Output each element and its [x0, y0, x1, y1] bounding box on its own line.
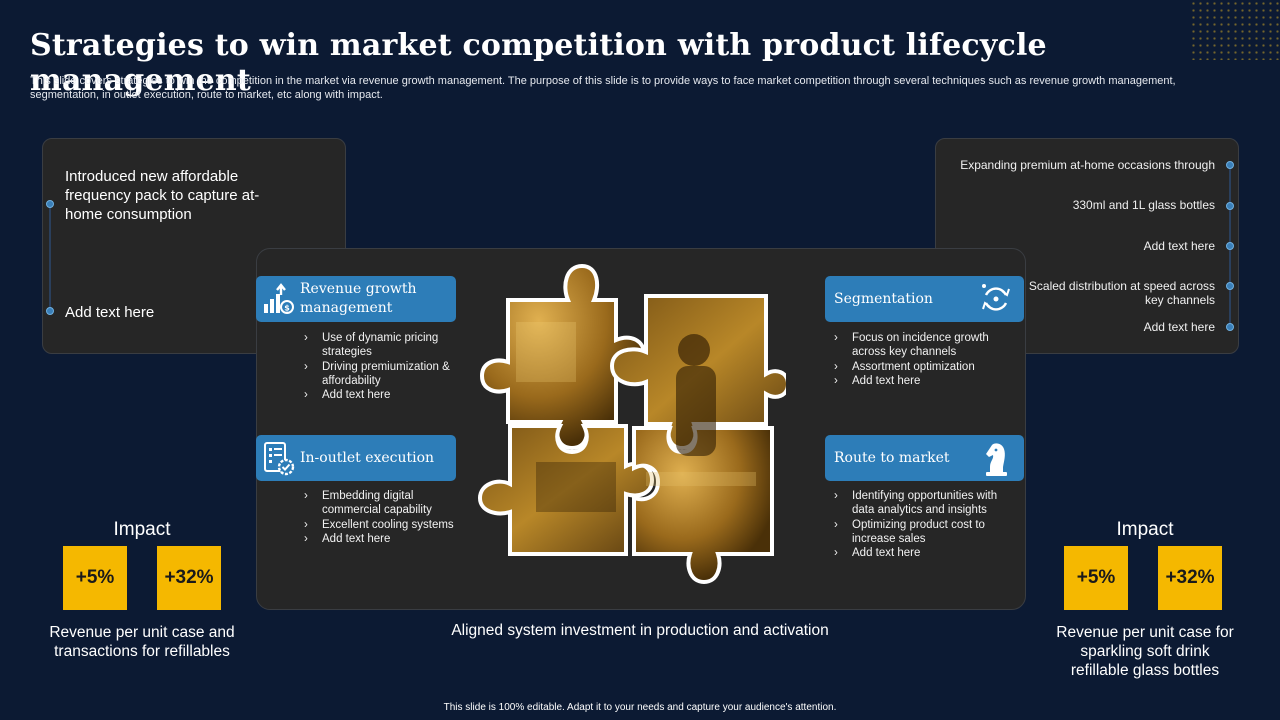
- impact-left-value-2: +32%: [157, 546, 221, 610]
- impact-right-value-2: +32%: [1158, 546, 1222, 610]
- route-to-market-header: Route to market: [825, 435, 1024, 481]
- list-item: Add text here: [303, 532, 473, 547]
- impact-right-value-1: +5%: [1064, 546, 1128, 610]
- list-item: Add text here: [833, 546, 1018, 561]
- puzzle-image: [477, 263, 786, 585]
- list-item: Excellent cooling systems: [303, 518, 473, 533]
- left-node-dot: [46, 200, 54, 208]
- route-to-market-label: Route to market: [834, 449, 950, 466]
- list-item: Driving premiumization & affordability: [303, 360, 463, 389]
- right-node-dot: [1226, 282, 1234, 290]
- list-item: Use of dynamic pricing strategies: [303, 331, 463, 360]
- chess-knight-icon: [974, 436, 1018, 480]
- list-item: Optimizing product cost to increase sale…: [833, 518, 1018, 547]
- right-card-item: Add text here: [1143, 320, 1215, 334]
- list-item: Assortment optimization: [833, 360, 1013, 375]
- page-subtitle: This slide covers strategies to win the …: [30, 75, 1176, 101]
- list-item: Add text here: [303, 388, 463, 403]
- right-card-item: Scaled distribution at speed across key …: [1028, 279, 1215, 307]
- route-to-market-bullets: Identifying opportunities with data anal…: [833, 489, 1018, 561]
- segmentation-header: Segmentation: [825, 276, 1024, 322]
- right-card-item: Add text here: [1143, 239, 1215, 253]
- revenue-growth-label: Revenue growth management: [300, 281, 417, 316]
- impact-right-title: Impact: [1116, 519, 1174, 540]
- right-card-item: Expanding premium at-home occasions thro…: [960, 158, 1215, 172]
- list-item: Focus on incidence growth across key cha…: [833, 331, 1013, 360]
- left-connector-line: [49, 204, 51, 312]
- footer-note: This slide is 100% editable. Adapt it to…: [443, 702, 837, 713]
- right-card-item: 330ml and 1L glass bottles: [1072, 198, 1215, 212]
- left-card-main-text: Introduced new affordable frequency pack…: [65, 168, 260, 223]
- svg-text:$: $: [284, 304, 290, 313]
- page-title: Strategies to win market competition wit…: [30, 28, 1047, 98]
- right-node-dot: [1226, 161, 1234, 169]
- left-node-dot: [46, 307, 54, 315]
- right-node-dot: [1226, 242, 1234, 250]
- list-item: Identifying opportunities with data anal…: [833, 489, 1018, 518]
- cycle-arrows-icon: [974, 277, 1018, 321]
- list-item: Add text here: [833, 374, 1013, 389]
- in-outlet-bullets: Embedding digital commercial capability …: [303, 489, 473, 546]
- right-node-dot: [1226, 202, 1234, 210]
- left-card-add-text: Add text here: [65, 304, 155, 321]
- aligned-investment-text: Aligned system investment in production …: [451, 622, 829, 639]
- list-item: Embedding digital commercial capability: [303, 489, 473, 518]
- revenue-growth-icon: $: [256, 277, 300, 321]
- impact-left-description: Revenue per unit case and transactions f…: [49, 624, 235, 660]
- segmentation-label: Segmentation: [834, 290, 933, 307]
- in-outlet-label: In-outlet execution: [300, 449, 435, 466]
- checklist-gear-icon: [256, 436, 300, 480]
- impact-right-description: Revenue per unit case for sparkling soft…: [1056, 624, 1234, 679]
- impact-left-value-1: +5%: [63, 546, 127, 610]
- decorative-dot-pattern: [1190, 0, 1280, 60]
- revenue-growth-bullets: Use of dynamic pricing strategies Drivin…: [303, 331, 463, 403]
- revenue-growth-header: $ Revenue growth management: [256, 276, 456, 322]
- right-node-dot: [1226, 323, 1234, 331]
- right-info-card: [935, 138, 1239, 354]
- segmentation-bullets: Focus on incidence growth across key cha…: [833, 331, 1013, 388]
- in-outlet-header: In-outlet execution: [256, 435, 456, 481]
- impact-left-title: Impact: [113, 519, 171, 540]
